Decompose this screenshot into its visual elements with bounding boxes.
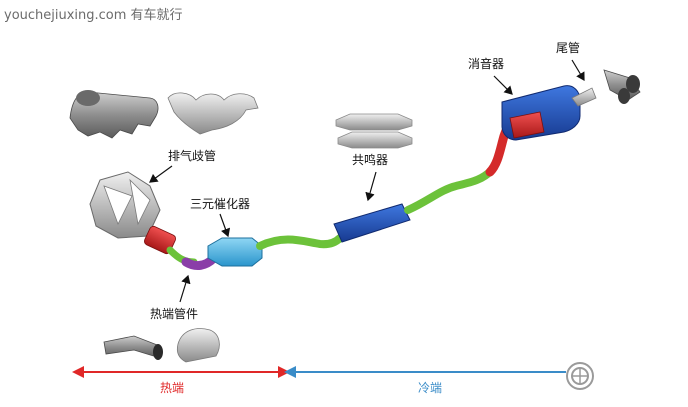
pointer-exhaust-manifold	[149, 165, 173, 183]
hot-pipe-flex	[144, 225, 176, 255]
label-muffler: 消音器	[468, 56, 504, 71]
label-hot-end-pipe: 热端管件	[150, 306, 198, 321]
hot-end-pipe-image	[103, 335, 163, 360]
watermark: youchejiuxing.com 有车就行	[4, 7, 183, 23]
resonator-assembly	[333, 203, 411, 243]
hot-end-arrowhead-left	[72, 366, 84, 378]
mid-pipe-green	[256, 234, 344, 250]
pointer-muffler	[493, 75, 513, 95]
label-tailpipe: 尾管	[556, 40, 580, 55]
pointer-hot-end-pipe	[179, 274, 191, 303]
tailpipe-on-muffler	[571, 87, 597, 107]
hot-end-housing-image	[176, 328, 220, 363]
hot-end-label: 热端	[160, 381, 184, 395]
brand-logo-icon	[566, 362, 594, 390]
label-catalytic-converter: 三元催化器	[190, 197, 250, 211]
resonator-image	[335, 113, 413, 149]
tailpipe-image	[603, 69, 641, 104]
cold-end-arrowhead-left	[284, 366, 296, 378]
pointer-tailpipe	[571, 59, 585, 82]
label-resonator: 共鸣器	[352, 152, 388, 167]
catalytic-converter	[207, 237, 263, 267]
label-exhaust-manifold: 排气歧管	[168, 148, 216, 163]
manifold-tubular-image	[167, 92, 259, 135]
pointer-catalytic-converter	[219, 213, 231, 238]
exhaust-manifold-assembly	[89, 171, 161, 239]
manifold-cast-image	[69, 90, 159, 139]
pointer-resonator	[365, 171, 377, 202]
rear-pipe-green	[404, 166, 496, 214]
cold-end-label: 冷端	[418, 381, 442, 395]
muffler-assembly	[501, 85, 581, 141]
